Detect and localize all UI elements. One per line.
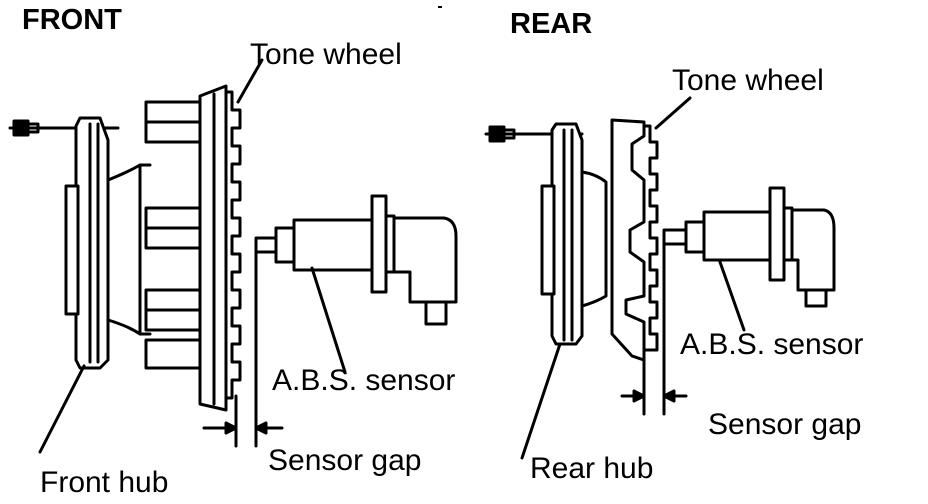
front-assembly xyxy=(8,58,458,454)
front-tone-wheel xyxy=(198,84,242,412)
rear-abs-sensor-label: A.B.S. sensor xyxy=(680,328,864,361)
front-heading: FRONT xyxy=(22,4,122,36)
front-abs-sensor-label: A.B.S. sensor xyxy=(272,364,456,397)
rear-abs-sensor xyxy=(662,186,836,308)
front-hub xyxy=(64,116,152,370)
front-hub-studs xyxy=(144,100,202,370)
rear-hub xyxy=(540,122,608,346)
rear-leaders xyxy=(520,96,746,460)
rear-tone-wheel-label: Tone wheel xyxy=(672,64,824,97)
front-tone-wheel-label: Tone wheel xyxy=(250,38,402,71)
front-hub-label: Front hub xyxy=(40,466,169,499)
front-sensor-gap-label: Sensor gap xyxy=(268,444,422,477)
rear-tone-wheel xyxy=(610,118,659,362)
front-leaders xyxy=(38,58,347,454)
scan-speck xyxy=(438,6,442,8)
rear-heading: REAR xyxy=(510,8,593,40)
rear-assembly xyxy=(484,96,836,460)
rear-sensor-gap-label: Sensor gap xyxy=(708,408,862,441)
rear-hub-label: Rear hub xyxy=(530,452,654,485)
front-abs-sensor xyxy=(254,194,458,326)
